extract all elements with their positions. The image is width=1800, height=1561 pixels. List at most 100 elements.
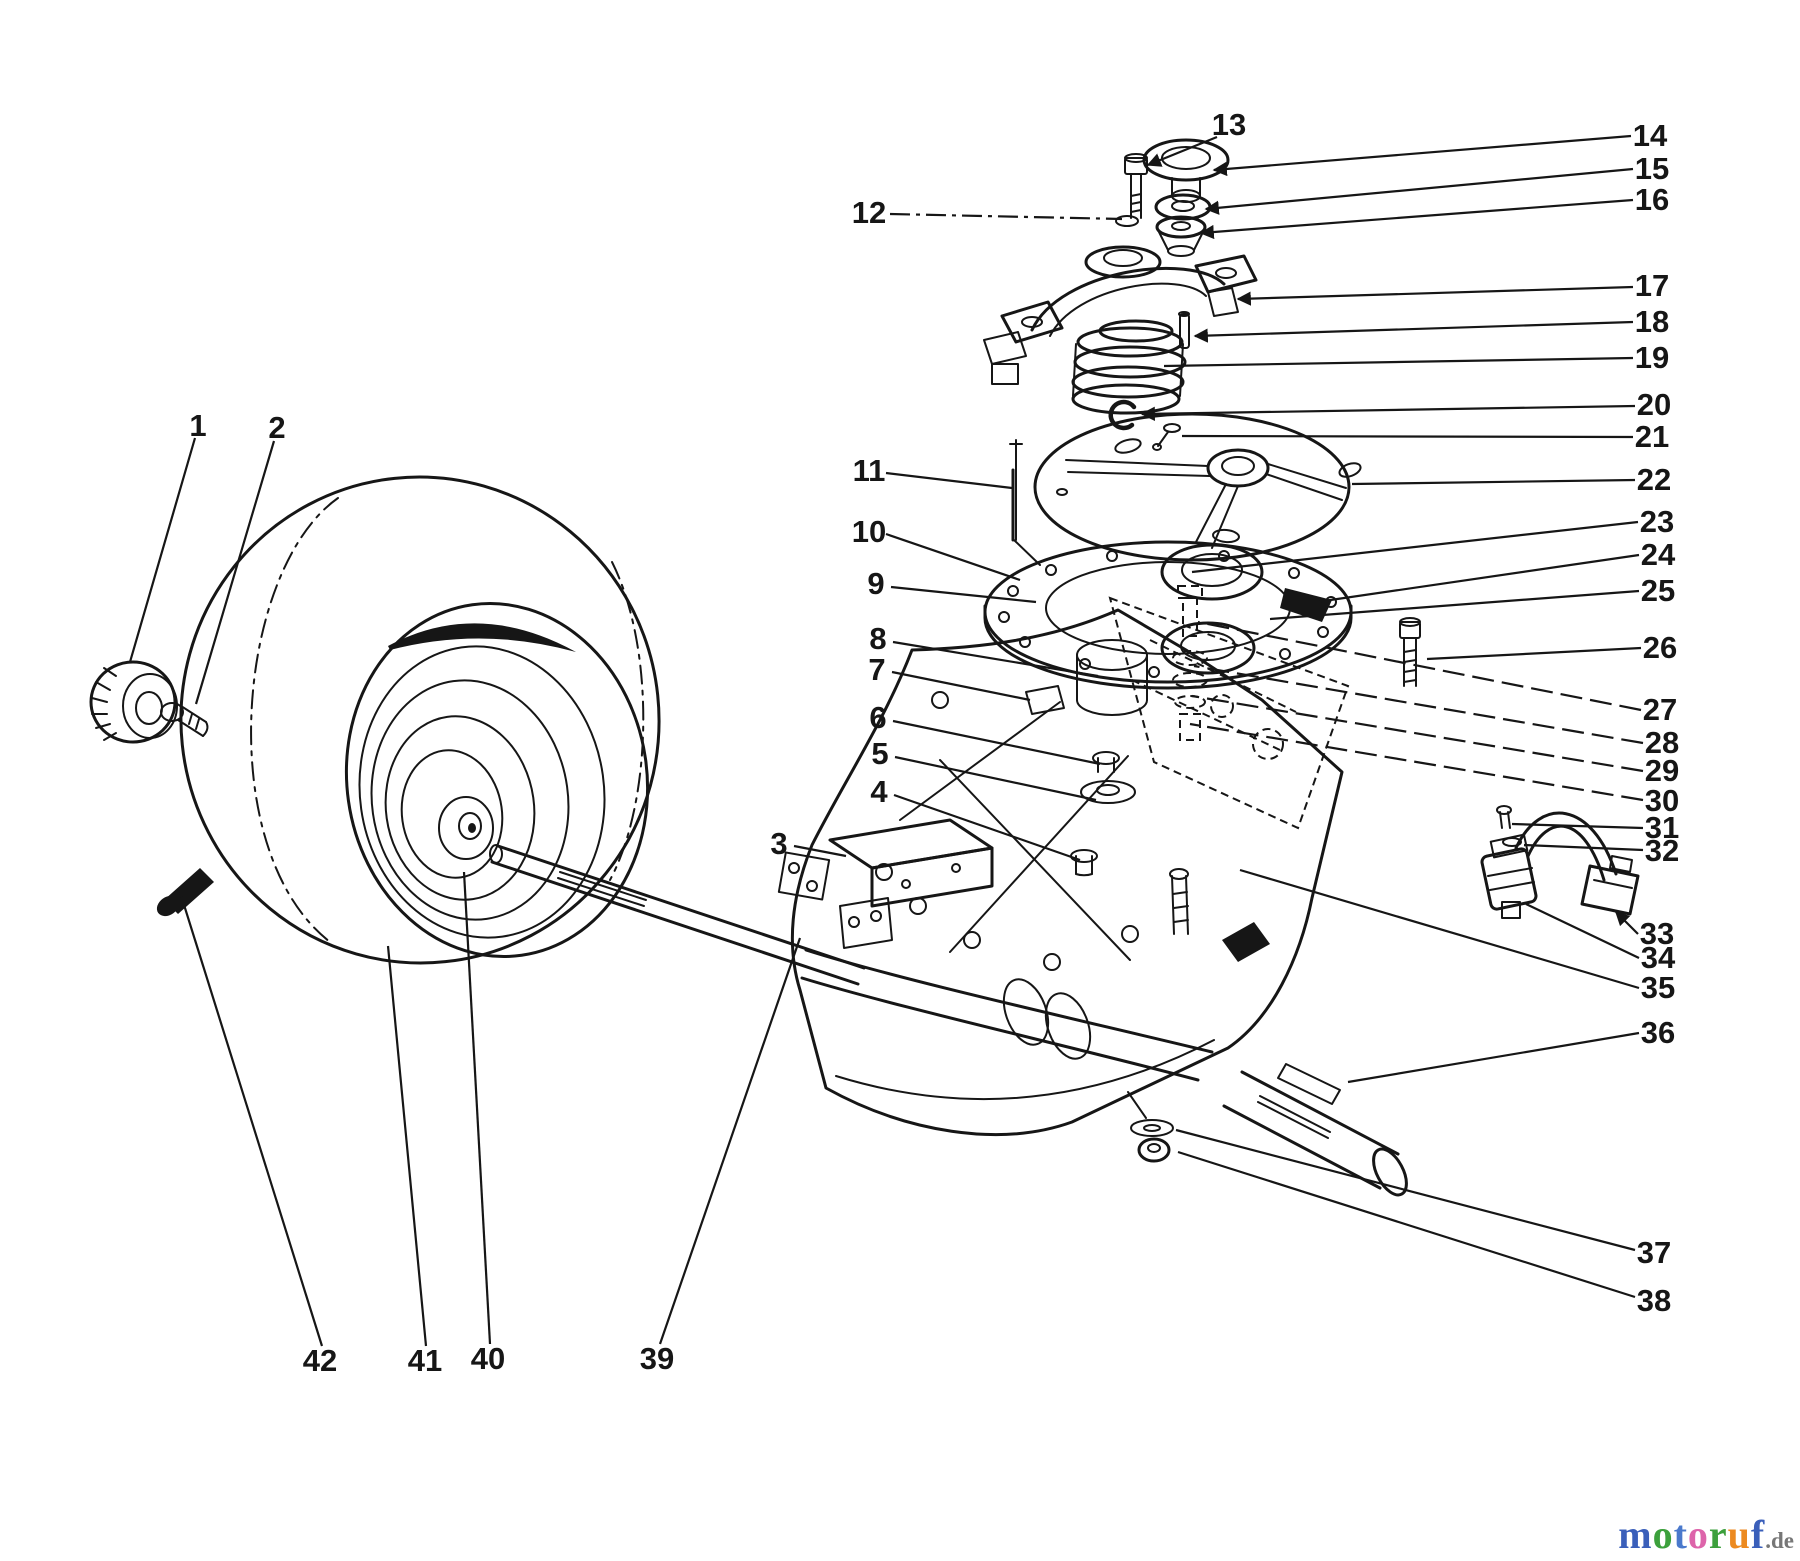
callout-27: 27 — [1643, 692, 1677, 727]
callout-17: 17 — [1635, 268, 1669, 303]
leader-line-23 — [1191, 520, 1639, 574]
hidden-shift-parts — [1108, 585, 1350, 830]
leader-line-30 — [1189, 722, 1644, 802]
leader-line-12 — [889, 212, 1123, 221]
leader-line-17 — [1236, 285, 1634, 306]
callout-36: 36 — [1641, 1015, 1675, 1050]
leader-line-31 — [1511, 822, 1644, 830]
leader-line-11 — [885, 471, 1013, 490]
leader-line-38 — [1177, 1150, 1636, 1299]
callout-24: 24 — [1641, 537, 1676, 572]
callout-3: 3 — [770, 826, 787, 861]
callout-19: 19 — [1635, 340, 1669, 375]
callout-9: 9 — [867, 566, 884, 601]
leader-line-16 — [1199, 198, 1634, 240]
callout-23: 23 — [1640, 504, 1674, 539]
leader-line-25 — [1269, 589, 1640, 621]
callout-15: 15 — [1635, 151, 1669, 186]
yoke-pin — [1178, 311, 1190, 349]
shaft-key — [1277, 1063, 1341, 1105]
leader-line-4 — [893, 793, 1081, 862]
callout-28: 28 — [1645, 725, 1679, 760]
callout-34: 34 — [1641, 940, 1676, 975]
leader-line-1 — [128, 437, 197, 663]
clutch-yoke — [983, 245, 1258, 385]
leader-line-34 — [1525, 903, 1640, 959]
rear-wheel-and-tire — [179, 475, 661, 965]
leader-line-32 — [1523, 843, 1644, 852]
leader-line-35 — [1239, 868, 1640, 990]
leader-line-24 — [1309, 553, 1640, 605]
leader-line-33 — [1614, 910, 1639, 935]
leader-line-18 — [1193, 320, 1634, 343]
leader-line-13 — [1146, 135, 1218, 167]
leader-line-26 — [1426, 646, 1642, 661]
callout-16: 16 — [1635, 182, 1669, 217]
callout-20: 20 — [1637, 387, 1671, 422]
callout-6: 6 — [869, 700, 886, 735]
leader-line-19 — [1163, 356, 1634, 368]
leader-line-20 — [1140, 404, 1636, 421]
wire-connector — [1580, 864, 1640, 916]
callout-32: 32 — [1645, 833, 1679, 868]
callout-26: 26 — [1643, 630, 1677, 665]
callout-13: 13 — [1212, 107, 1246, 142]
leader-line-9 — [890, 585, 1037, 604]
callout-41: 41 — [408, 1343, 442, 1378]
leader-line-27 — [1197, 620, 1642, 712]
switch-washer — [1502, 837, 1522, 847]
callout-35: 35 — [1641, 970, 1675, 1005]
lock-washer — [1115, 215, 1139, 227]
cotter-pin — [1009, 439, 1041, 566]
leader-line-21 — [1181, 434, 1634, 439]
leader-line-37 — [1175, 1128, 1636, 1252]
callout-25: 25 — [1641, 573, 1675, 608]
hub-cap-knob — [89, 660, 178, 744]
switch-body — [1480, 847, 1538, 911]
axle-bolt — [156, 868, 214, 917]
clutch-bolt — [1115, 153, 1148, 227]
leader-line-5 — [894, 755, 1097, 802]
leader-line-40 — [462, 871, 492, 1345]
leader-line-14 — [1212, 134, 1632, 177]
thrust-washer — [1154, 193, 1212, 221]
callout-30: 30 — [1645, 783, 1679, 818]
hub-bolt — [160, 702, 209, 737]
callout-18: 18 — [1635, 304, 1669, 339]
callout-21: 21 — [1635, 419, 1669, 454]
watermark-logo[interactable]: motoruf.de — [1618, 1515, 1794, 1555]
watermark-letter: r — [1708, 1512, 1728, 1557]
callout-11: 11 — [853, 453, 886, 488]
leader-line-7 — [891, 670, 1031, 702]
callout-12: 12 — [852, 195, 886, 230]
leader-line-36 — [1347, 1031, 1640, 1084]
small-pin — [1152, 423, 1181, 451]
leader-line-28 — [1193, 664, 1644, 745]
switch-screw — [1496, 805, 1512, 815]
leader-line-3 — [793, 844, 847, 858]
leader-line-22 — [1351, 478, 1636, 486]
retaining-clip — [1108, 399, 1137, 431]
leader-line-8 — [892, 640, 1099, 678]
callout-42: 42 — [303, 1343, 337, 1378]
callout-31: 31 — [1645, 810, 1679, 845]
watermark-letter: m — [1618, 1512, 1653, 1557]
callout-14: 14 — [1633, 118, 1668, 153]
callout-38: 38 — [1637, 1283, 1671, 1318]
leader-line-29 — [1191, 694, 1644, 773]
leader-line-2 — [194, 440, 276, 705]
watermark-letter: o — [1652, 1512, 1674, 1557]
axle-mount-bracket — [828, 818, 994, 949]
leader-line-42 — [178, 891, 324, 1347]
leader-line-6 — [892, 719, 1101, 766]
safety-switch-harness — [1480, 805, 1640, 919]
leader-line-15 — [1204, 167, 1634, 215]
callout-33: 33 — [1640, 916, 1674, 951]
watermark-letter: u — [1727, 1512, 1751, 1557]
watermark-letter: f — [1750, 1512, 1766, 1557]
leader-line-10 — [885, 532, 1021, 582]
clutch-spring — [1071, 319, 1187, 415]
